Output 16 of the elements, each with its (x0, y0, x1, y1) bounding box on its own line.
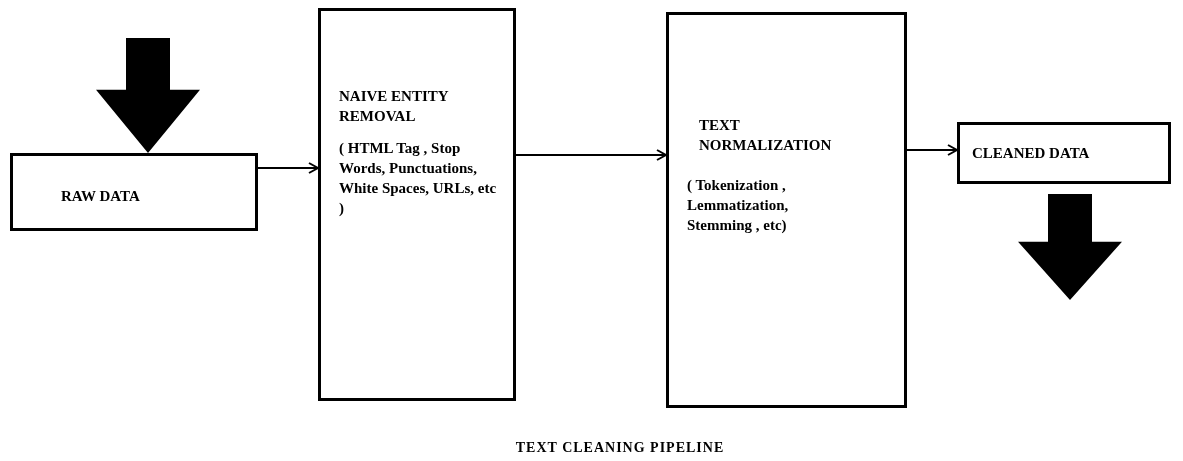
process-box (10, 153, 258, 231)
box-title: CLEANED DATA (972, 144, 1091, 163)
process-box (666, 12, 907, 408)
process-box (318, 8, 516, 401)
box-title: NAIVE ENTITY REMOVAL (339, 87, 450, 126)
arrow (515, 149, 667, 161)
box-title: TEXT NORMALIZATION (699, 116, 833, 155)
block-arrow (96, 38, 200, 153)
arrow (257, 162, 319, 174)
box-description: ( Tokenization , Lemmatization, Stemming , etc) (687, 176, 790, 235)
arrow (906, 144, 958, 156)
process-box (957, 122, 1171, 184)
diagram-caption: TEXT CLEANING PIPELINE (514, 440, 726, 456)
block-arrow (1018, 194, 1122, 300)
box-description: ( HTML Tag , Stop Words, Punctuations, White Spaces, URLs, etc ) (339, 139, 498, 218)
box-title: RAW DATA (61, 187, 141, 206)
